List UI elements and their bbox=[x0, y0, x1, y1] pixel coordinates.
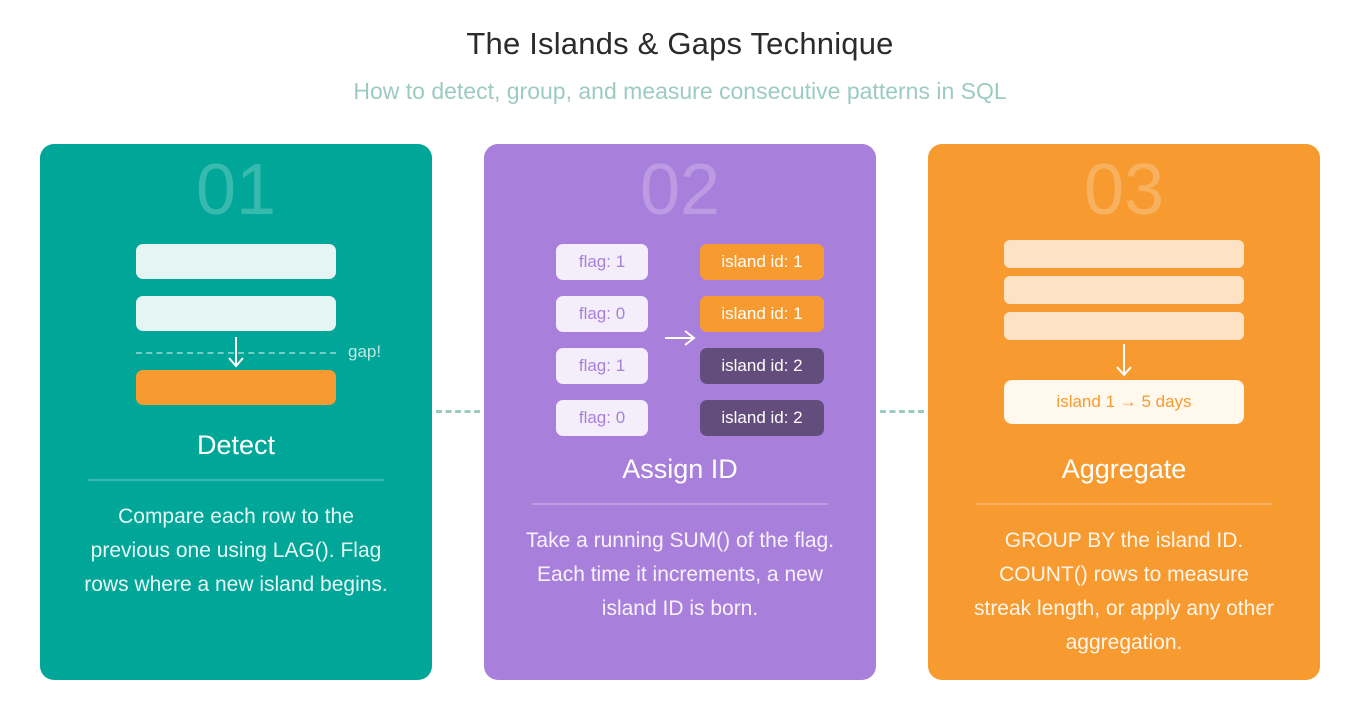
step-description: Take a running SUM() of the flag. Each t… bbox=[525, 529, 835, 620]
step-card-detect: 01 gap! Detect Compare each row to the p… bbox=[40, 144, 432, 680]
flag-pill: flag: 1 bbox=[556, 244, 648, 280]
diagram-title: The Islands & Gaps Technique bbox=[466, 26, 894, 61]
step-number: 03 bbox=[1083, 150, 1165, 230]
new-island-row-bar bbox=[136, 370, 336, 405]
divider bbox=[976, 503, 1272, 505]
divider bbox=[532, 503, 828, 505]
arrow-down-icon bbox=[228, 337, 244, 368]
divider bbox=[88, 479, 384, 481]
step-description: Compare each row to the previous one usi… bbox=[84, 505, 388, 596]
diagram-subtitle: How to detect, group, and measure consec… bbox=[353, 78, 1007, 104]
step-title: Aggregate bbox=[1061, 454, 1187, 484]
island-row-bar bbox=[1004, 240, 1244, 268]
island-id-pill: island id: 1 bbox=[700, 244, 824, 280]
arrow-right-icon bbox=[665, 330, 696, 346]
step-card-assign-id: 02 flag: 1 flag: 0 flag: 1 flag: 0 islan… bbox=[484, 144, 876, 680]
flag-pill: flag: 0 bbox=[556, 296, 648, 332]
flag-pill: flag: 0 bbox=[556, 400, 648, 436]
arrow-down-icon bbox=[1116, 344, 1132, 377]
flag-pill: flag: 1 bbox=[556, 348, 648, 384]
connector-dashed bbox=[436, 410, 480, 413]
aggregate-result: island 1 → 5 days bbox=[1004, 380, 1244, 424]
step-title: Assign ID bbox=[622, 454, 738, 484]
step-number: 01 bbox=[195, 150, 277, 230]
island-id-pill: island id: 2 bbox=[700, 400, 824, 436]
step-description: GROUP BY the island ID. COUNT() rows to … bbox=[973, 529, 1274, 654]
gap-label: gap! bbox=[348, 342, 382, 361]
island-row-bar bbox=[1004, 312, 1244, 340]
step-number: 02 bbox=[639, 150, 721, 230]
island-row-bar bbox=[1004, 276, 1244, 304]
row-bar bbox=[136, 296, 336, 331]
island-id-pill: island id: 1 bbox=[700, 296, 824, 332]
connector-dashed bbox=[880, 410, 924, 413]
island-id-pill: island id: 2 bbox=[700, 348, 824, 384]
step-title: Detect bbox=[196, 430, 276, 460]
step-card-aggregate: 03 island 1 → 5 days Aggregate GROUP BY … bbox=[928, 144, 1320, 680]
row-bar bbox=[136, 244, 336, 279]
